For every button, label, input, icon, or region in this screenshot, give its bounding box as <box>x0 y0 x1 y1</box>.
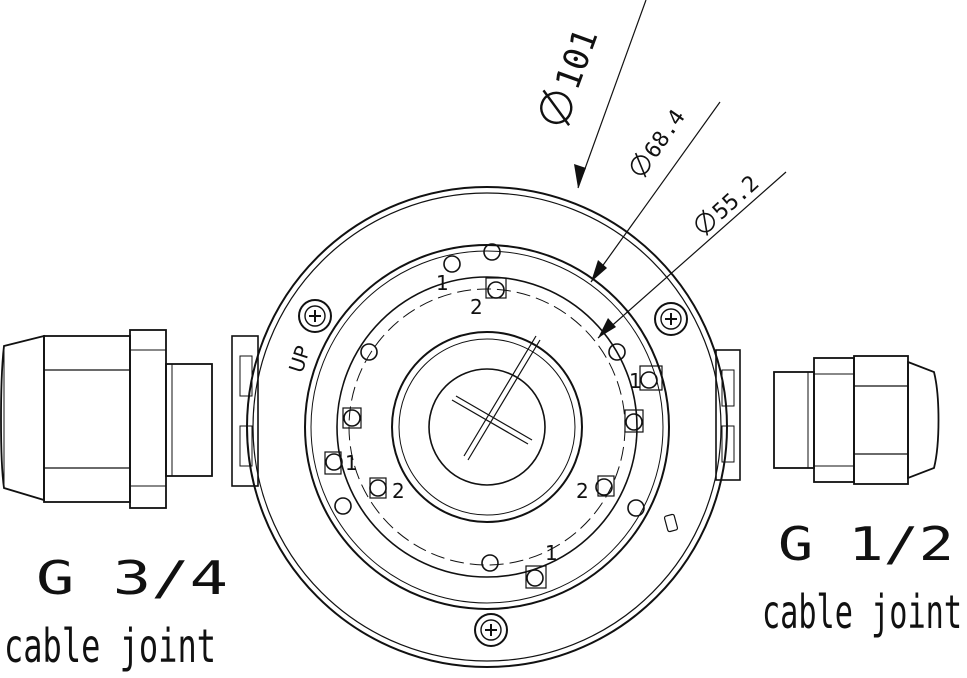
hole-label-left-2: 2 <box>392 479 405 503</box>
hole-label-top-1: 1 <box>436 271 449 295</box>
right-entry-lug <box>715 349 741 481</box>
hole-label-right-2: 2 <box>576 479 589 503</box>
middle-ring <box>304 244 670 610</box>
hole <box>595 478 613 496</box>
hole <box>334 497 352 515</box>
hole-label-bottom-1: 1 <box>545 541 558 565</box>
dimension-leader-101 <box>574 0 647 189</box>
inner-ring <box>336 276 638 578</box>
hole <box>483 243 501 261</box>
right-cable-gland <box>773 355 940 485</box>
outer-rim-inner-edge <box>252 192 722 662</box>
right-joint-type-label: cable joint <box>762 585 962 639</box>
svg-text:101: 101 <box>548 24 607 95</box>
hole <box>526 569 544 587</box>
hole <box>627 499 645 517</box>
hole <box>608 343 626 361</box>
screw-top-left <box>298 299 332 333</box>
dimension-label-101: 101 <box>540 24 607 126</box>
screw-bottom <box>474 613 508 647</box>
hole <box>369 479 387 497</box>
middle-ring-inner-edge <box>310 250 664 604</box>
mounting-holes <box>324 243 679 589</box>
center-opening <box>391 331 583 523</box>
outer-rim <box>246 186 728 668</box>
dimension-label-68-4: 68.4 <box>630 105 691 178</box>
hole-label-left-1: 1 <box>345 451 358 475</box>
hole <box>443 255 461 273</box>
right-joint-size-label: G 1/2 <box>778 517 954 571</box>
dimension-leader-55-2 <box>597 171 787 339</box>
hole <box>625 413 643 431</box>
dimension-leader-68-4 <box>590 101 721 283</box>
membrane-circle <box>428 368 546 486</box>
up-orientation-mark: UP <box>284 343 315 376</box>
left-entry-lug <box>231 335 259 487</box>
hole-label-right-1: 1 <box>629 369 642 393</box>
hole <box>360 343 378 361</box>
hole <box>640 371 658 389</box>
left-joint-size-label: G 3/4 <box>36 551 228 605</box>
center-opening-inner-edge <box>398 338 576 516</box>
hole <box>481 554 499 572</box>
membrane-slit-cross <box>451 335 541 461</box>
junction-box-housing <box>246 186 728 668</box>
hole <box>343 409 361 427</box>
dimension-label-55-2: 55.2 <box>695 171 764 236</box>
left-joint-type-label: cable joint <box>4 619 216 673</box>
hole-label-top-2: 2 <box>470 295 483 319</box>
slot-marker <box>663 513 679 533</box>
hole <box>325 453 343 471</box>
bolt-circle-dashed <box>348 288 626 566</box>
left-cable-gland <box>0 329 213 509</box>
screw-top-right <box>654 302 688 336</box>
